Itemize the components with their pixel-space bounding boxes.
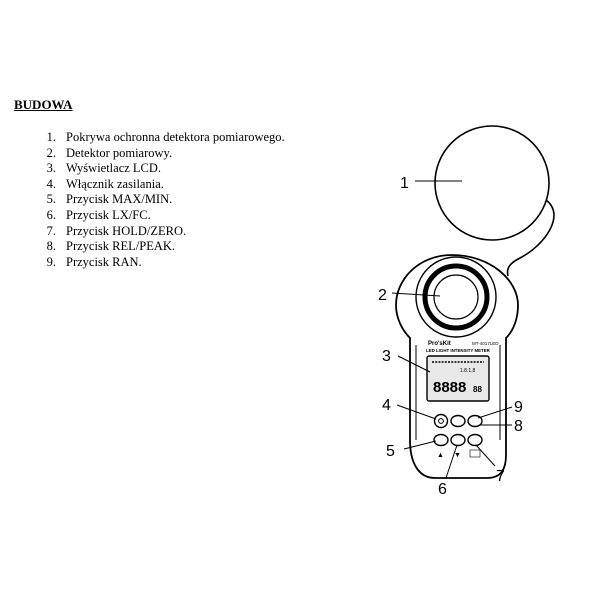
list-item: 6. Przycisk LX/FC.: [30, 208, 285, 224]
leader-line-9: [477, 406, 513, 419]
callout-9: 9: [514, 399, 523, 416]
leader-line-7: [475, 444, 496, 467]
power-icon: [438, 418, 444, 424]
lcd-display: [426, 355, 490, 402]
list-item: 5. Przycisk MAX/MIN.: [30, 192, 285, 208]
leader-line-6: [445, 444, 458, 479]
list-item-number: 8.: [46, 239, 56, 254]
meter-title: LED LIGHT INTENSITY METER: [426, 348, 491, 353]
list-item-label: Przycisk HOLD/ZERO.: [66, 223, 187, 238]
down-arrow-icon: ▼: [454, 452, 461, 459]
list-item-label: Włącznik zasilania.: [66, 176, 164, 191]
list-item-number: 6.: [46, 207, 56, 222]
callout-7: 7: [496, 468, 505, 485]
max-min-button[interactable]: [433, 433, 449, 447]
list-item-label: Przycisk RAN.: [66, 254, 142, 269]
model-label: MT-4017LED: [472, 341, 499, 346]
callout-3: 3: [382, 348, 391, 365]
list-item-label: Przycisk LX/FC.: [66, 207, 151, 222]
list-item-number: 3.: [46, 161, 56, 176]
callout-5: 5: [386, 443, 395, 460]
leader-line-3: [397, 355, 431, 373]
list-item-label: Wyświetlacz LCD.: [66, 161, 162, 176]
lcd-secondary-readout: 1.8.1.8: [460, 368, 476, 374]
callout-2: 2: [378, 287, 387, 304]
list-item-label: Przycisk MAX/MIN.: [66, 192, 173, 207]
parts-list: 1. Pokrywa ochronna detektora pomiarowego…: [30, 130, 285, 270]
detector-sensor: [433, 274, 479, 320]
rel-peak-button[interactable]: [467, 433, 483, 447]
lcd-small-digits: 88: [473, 385, 482, 394]
list-item-number: 9.: [46, 254, 56, 269]
callout-1: 1: [400, 175, 409, 192]
lx-fc-button[interactable]: [450, 414, 466, 428]
list-item-number: 1.: [46, 130, 56, 144]
list-item: 4. Włącznik zasilania.: [30, 177, 285, 193]
list-item: 3. Wyświetlacz LCD.: [30, 161, 285, 177]
list-item: 2. Detektor pomiarowy.: [30, 146, 285, 162]
callout-8: 8: [514, 418, 523, 435]
power-button[interactable]: [433, 413, 449, 429]
list-item-label: Przycisk REL/PEAK.: [66, 239, 176, 254]
protective-cap: [434, 125, 550, 241]
list-item-label: Detektor pomiarowy.: [66, 145, 173, 160]
list-item: 8. Przycisk REL/PEAK.: [30, 239, 285, 255]
up-arrow-icon: ▲: [437, 452, 444, 459]
list-item: 9. Przycisk RAN.: [30, 255, 285, 271]
list-item-number: 4.: [46, 176, 56, 191]
list-item-number: 5.: [46, 192, 56, 207]
hold-zero-button[interactable]: [450, 433, 466, 447]
budowa-heading: BUDOWA: [14, 97, 73, 112]
leader-line-5: [403, 440, 437, 450]
leader-line-2: [391, 292, 441, 297]
list-item-number: 2.: [46, 145, 56, 160]
list-item-number: 7.: [46, 223, 56, 238]
leader-line-4: [396, 404, 437, 420]
lcd-main-digits: 8888: [433, 379, 466, 396]
list-item: 7. Przycisk HOLD/ZERO.: [30, 224, 285, 240]
list-item-label: Pokrywa ochronna detektora pomiarowego.: [66, 130, 285, 144]
callout-6: 6: [438, 481, 447, 498]
list-item: 1. Pokrywa ochronna detektora pomiarowego…: [30, 130, 285, 146]
cap-tether-cord: [506, 199, 555, 277]
callout-4: 4: [382, 397, 391, 414]
brand-logo: Pro'sKit: [428, 341, 451, 347]
ce-mark: [469, 449, 481, 458]
